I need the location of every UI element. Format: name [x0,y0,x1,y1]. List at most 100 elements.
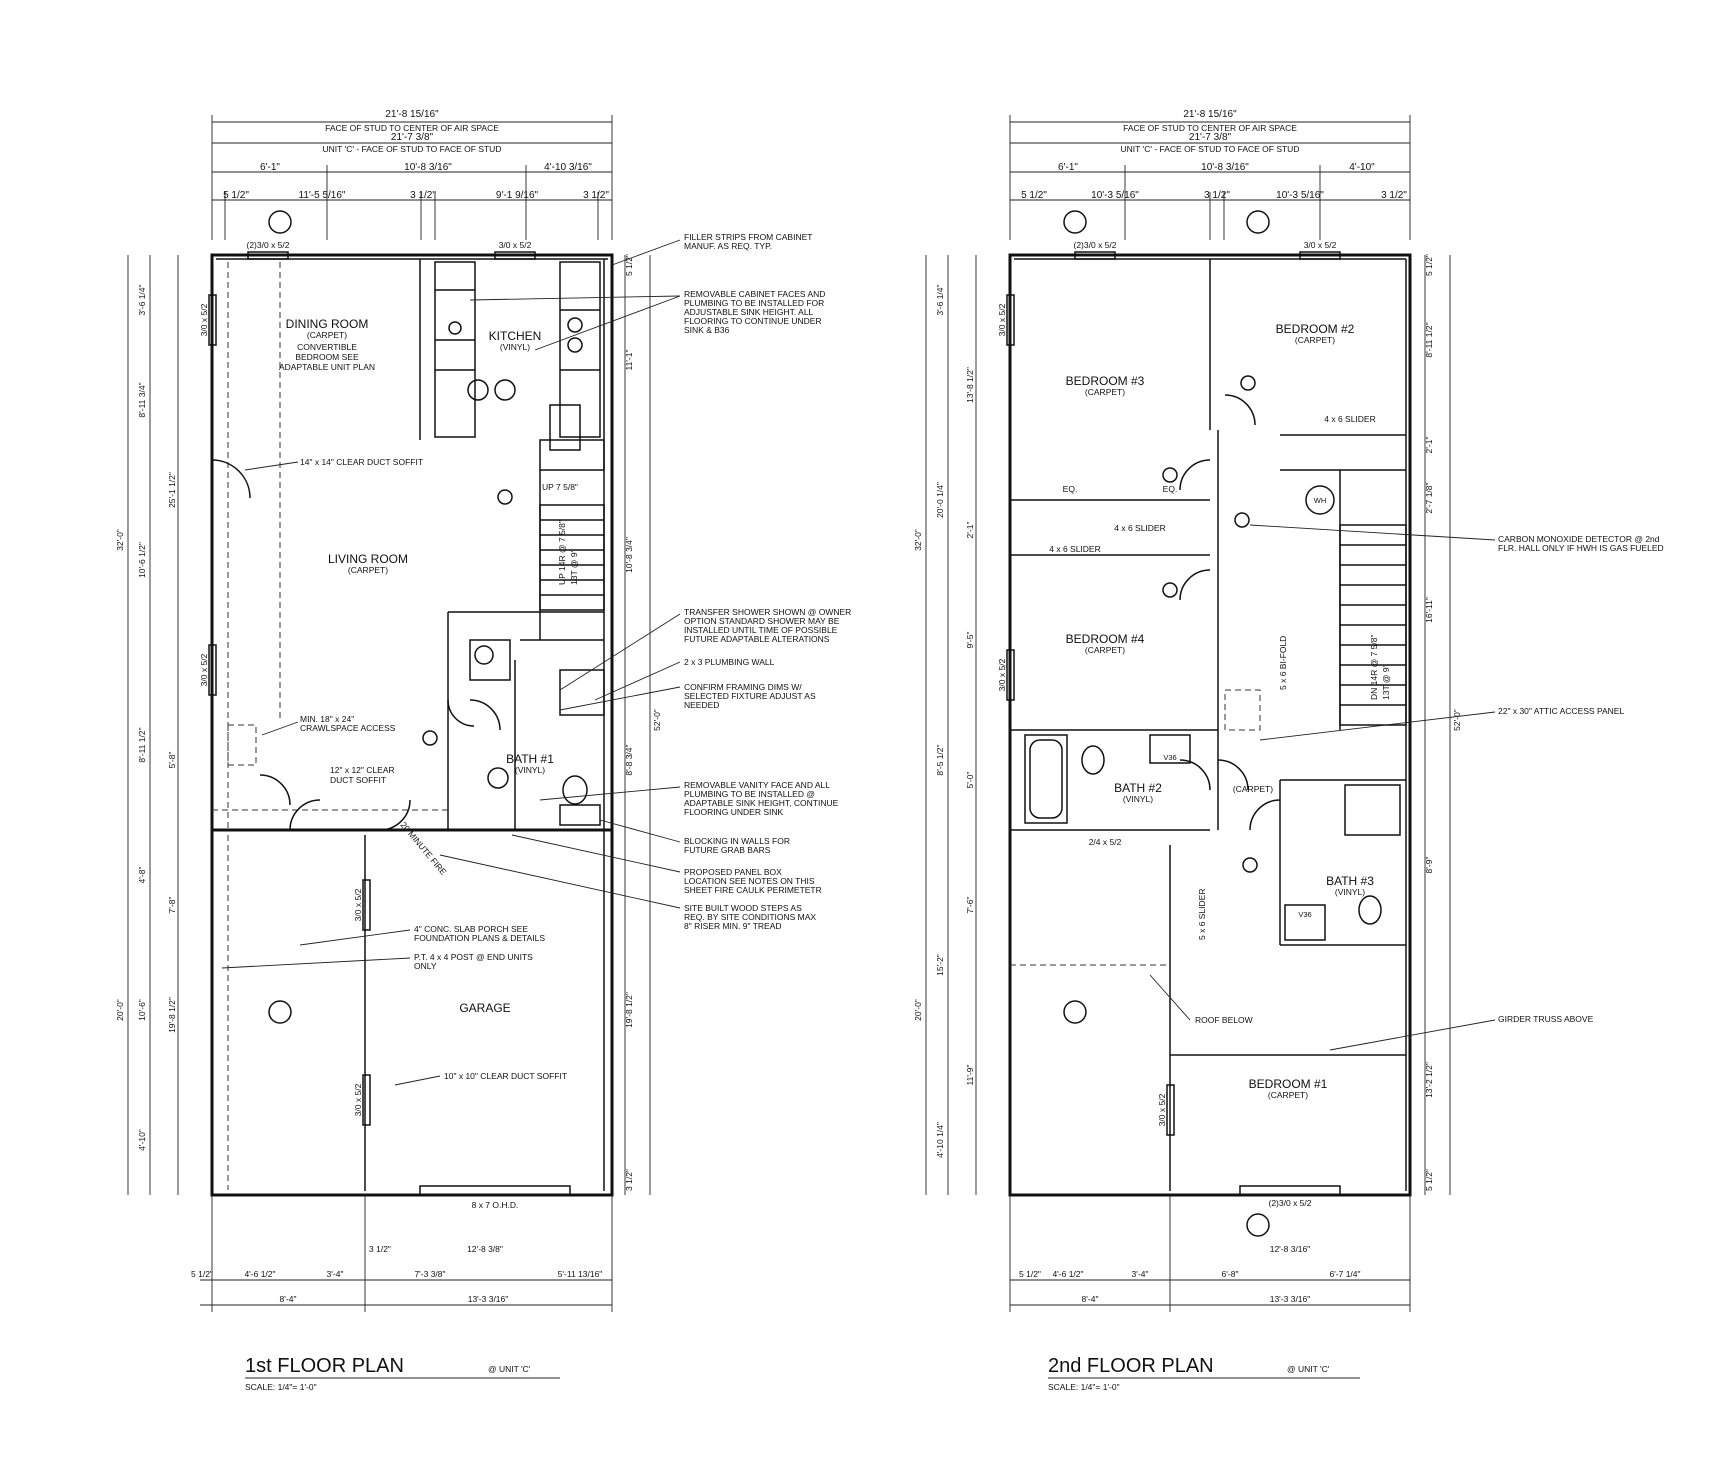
right-dim: 16'-11" [1424,597,1434,623]
misc-label: CRAWLSPACE ACCESS [300,723,396,733]
water-heater-icon [1305,485,1335,515]
bottom-dim: 13'-3 3/16" [1270,1294,1311,1304]
first-stair [539,504,605,611]
section-marker [1246,210,1270,234]
misc-label: 12" x 12" CLEAR [330,765,395,775]
left-dim: 5'-0" [965,772,975,789]
second-top-dimensions: 21'-8 15/16" FACE OF STUD TO CENTER OF A… [1009,109,1411,240]
smoke-detector-icon [1162,582,1178,598]
note-line: ROOF BELOW [1195,1015,1253,1025]
second-windows: (2)3/0 x 5/2 3/0 x 5/2 3/0 x 5/2 3/0 x 5… [997,240,1341,1208]
note-line: REQ. BY SITE CONDITIONS MAX [684,912,816,922]
second-section-markers [1063,210,1270,1237]
bottom-dim: 5'-11 13/16" [558,1269,603,1279]
note-line: FUTURE ADAPTABLE ALTERATIONS [684,634,830,644]
misc-label: DN 14R @ 7 5/8" [1369,634,1379,700]
misc-label: EQ. [1163,484,1178,494]
first-notes: FILLER STRIPS FROM CABINET MANUF. AS REQ… [221,232,851,971]
first-section-markers [268,210,513,1024]
first-kitchen-cabinets [434,261,605,471]
smoke-detector-icon [1240,375,1256,391]
top-sub-dim: 9'-1 9/16" [496,190,539,201]
misc-label: 14" x 14" CLEAR DUCT SOFFIT [300,457,423,467]
bottom-dim: 8'-4" [280,1294,297,1304]
note-line: FLOORING TO CONTINUE UNDER [684,316,822,326]
left-dim: 11'-9" [965,1064,975,1085]
face-stud-label: UNIT 'C' - FACE OF STUD TO FACE OF STUD [323,144,502,154]
bottom-dim: 5 1/2" [191,1269,213,1279]
left-dim: 7'-8" [167,897,177,914]
room-name: BEDROOM #4 [1066,632,1145,646]
first-bottom-dimensions: 5 1/2" 4'-6 1/2" 3'-4" 3 1/2" 7'-3 3/8" … [191,1195,613,1312]
note-line: OPTION STANDARD SHOWER MAY BE [684,616,840,626]
right-dim: 8'-11 1/2" [1424,322,1434,357]
room-floor: (CARPET) [1085,645,1125,655]
room-floor: (CARPET) [1085,387,1125,397]
smoke-detector-icon [1242,857,1258,873]
first-floor-plan: 21'-8 15/16" FACE OF STUD TO CENTER OF A… [115,109,851,1392]
section-marker [1063,210,1087,234]
right-dim: 5 1/2" [1424,254,1434,276]
bottom-dim: 5 1/2" [1019,1269,1041,1279]
co-detector-icon [1234,512,1250,528]
window-label: (2)3/0 x 5/2 [1074,240,1117,250]
top-dim: 10'-8 3/16" [404,162,452,173]
top-sub-dim: 3 1/2" [1204,190,1230,201]
left-dim: 2'-1" [965,522,975,539]
note-line: ONLY [414,961,437,971]
note-line: PLUMBING TO BE INSTALLED @ [684,789,815,799]
right-dim: 2'-7 1/8" [1424,482,1434,513]
stud-width-dim: 21'-7 3/8" [1189,132,1232,143]
window-label: 3/0 x 5/2 [997,658,1007,691]
note-line: SHEET FIRE CAULK PERIMETETR [684,885,822,895]
room-name: BATH #2 [1114,781,1162,795]
first-title-block: 1st FLOOR PLAN @ UNIT 'C' SCALE: 1/4"= 1… [245,1355,560,1392]
right-dim: 11'-1" [624,349,634,370]
left-dim: 3'-6 1/4" [137,284,147,315]
second-misc-labels: 4 x 6 SLIDER 4 x 6 SLIDER 4 x 6 SLIDER 5… [1049,414,1391,940]
face-air-label: FACE OF STUD TO CENTER OF AIR SPACE [1123,123,1297,133]
right-dim: 5 1/2" [1424,1169,1434,1191]
note-line: REMOVABLE VANITY FACE AND ALL [684,780,830,790]
right-dim: 8'-9" [1424,857,1434,874]
section-marker-b5 [494,379,516,401]
misc-label: 5 x 6 SLIDER [1197,889,1207,941]
note-line: REMOVABLE CABINET FACES AND [684,289,825,299]
note-line: 2 x 3 PLUMBING WALL [684,657,775,667]
smoke-detector-icon [1162,467,1178,483]
right-dim: 52'-0" [652,709,662,731]
left-dim: 20'-0" [115,999,125,1021]
top-sub-dim: 5 1/2" [1021,190,1047,201]
left-dim: 20'-0 1/4" [935,482,945,518]
room-floor: (CARPET) [348,565,388,575]
note-line: FOUNDATION PLANS & DETAILS [414,933,545,943]
room-name: BEDROOM #1 [1249,1077,1328,1091]
misc-label: V36 [1163,753,1176,762]
note-line: INSTALLED UNTIL TIME OF POSSIBLE [684,625,838,635]
room-floor: (CARPET) [1295,335,1335,345]
misc-label: UP 7 5/8" [542,482,578,492]
note-line: 8" RISER MIN. 9" TREAD [684,921,782,931]
room-name: BEDROOM #2 [1276,322,1355,336]
right-dim: 2'-1" [1424,437,1434,454]
note-line: P.T. 4 x 4 POST @ END UNITS [414,952,533,962]
right-dim: 13'-2 1/2" [1424,1062,1434,1098]
bottom-dim: 6'-8" [1222,1269,1239,1279]
plan-unit: @ UNIT 'C' [488,1364,531,1374]
left-dim: 10'-6" [137,999,147,1021]
misc-label: 5 x 6 BI-FOLD [1278,636,1288,690]
top-sub-dim: 10'-3 5/16" [1091,190,1139,201]
note-line: ADAPTABLE SINK HEIGHT, CONTINUE [684,798,839,808]
stud-width-dim: 21'-7 3/8" [391,132,434,143]
note-line: SITE BUILT WOOD STEPS AS [684,903,802,913]
first-right-dimensions: 5 1/2" 11'-1" 10'-8 3/4" 52'-0" 8'-8 3/4… [624,254,662,1195]
smoke-detector-icon [497,489,513,505]
top-dim: 6'-1" [260,162,280,173]
second-left-dimensions: 3'-6 1/4" 13'-8 1/2" 20'-0 1/4" 2'-1" 9'… [913,255,977,1195]
section-marker [1246,1213,1270,1237]
room-note: ADAPTABLE UNIT PLAN [279,362,375,372]
second-stair [1339,524,1407,726]
window-label: 3/0 x 5/2 [353,1083,363,1116]
room-name: DINING ROOM [286,317,369,331]
